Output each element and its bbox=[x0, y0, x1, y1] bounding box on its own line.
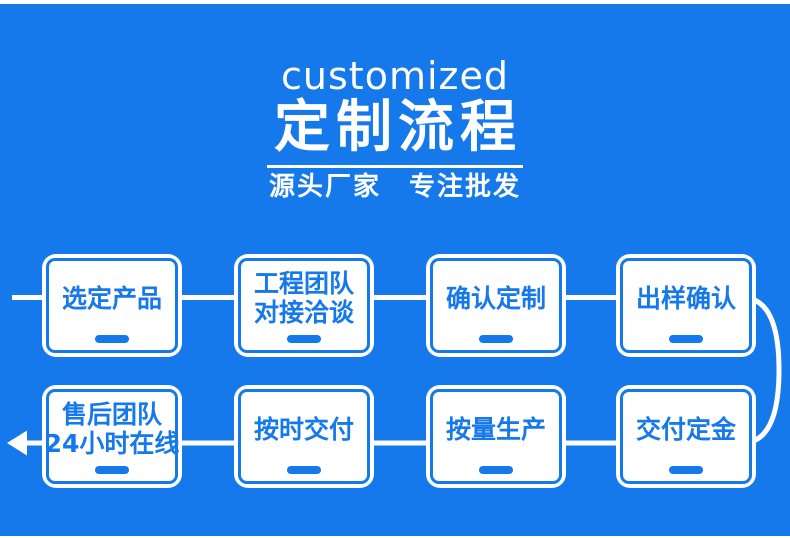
step-label: 按时交付 bbox=[234, 385, 374, 473]
step-box-border bbox=[430, 389, 562, 484]
top-strip bbox=[0, 0, 790, 4]
right-curve-connector bbox=[741, 295, 782, 446]
step-box-engineering-team: 工程团队 对接洽谈 bbox=[234, 254, 374, 357]
step-label: 选定产品 bbox=[42, 254, 182, 342]
step-label-line: 工程团队 bbox=[253, 269, 354, 298]
step-underline-decor bbox=[287, 335, 321, 343]
step-box-border bbox=[238, 389, 370, 484]
step-box-select-product: 选定产品 bbox=[42, 254, 182, 357]
bottom-strip bbox=[0, 536, 790, 538]
step-box-border bbox=[46, 258, 178, 353]
step-underline-decor bbox=[287, 466, 321, 474]
step-label-line: 交付定金 bbox=[635, 414, 736, 444]
step-box-border bbox=[620, 258, 752, 353]
step-label-line: 对接洽谈 bbox=[253, 298, 354, 327]
step-underline-decor bbox=[95, 466, 129, 474]
step-underline-decor bbox=[669, 335, 703, 343]
step-label: 按量生产 bbox=[426, 385, 566, 473]
step-box-border bbox=[620, 389, 752, 484]
step-box-pay-deposit: 交付定金 bbox=[616, 385, 756, 488]
arrow-left-icon bbox=[7, 430, 27, 456]
step-underline-decor bbox=[479, 466, 513, 474]
step-underline-decor bbox=[479, 335, 513, 343]
step-label: 确认定制 bbox=[426, 254, 566, 342]
step-label: 售后团队 24小时在线 bbox=[42, 385, 182, 473]
step-box-sample-confirmation: 出样确认 bbox=[616, 254, 756, 357]
title-divider bbox=[267, 165, 523, 168]
page-title: 定制流程 bbox=[274, 95, 522, 160]
step-label-line: 按量生产 bbox=[445, 414, 546, 444]
step-label-line: 24小时在线 bbox=[44, 429, 180, 458]
page-subtitle: 源头厂家 专注批发 bbox=[268, 172, 521, 202]
step-box-border bbox=[238, 258, 370, 353]
step-box-border bbox=[430, 258, 562, 353]
step-box-ontime-delivery: 按时交付 bbox=[234, 385, 374, 488]
step-label: 工程团队 对接洽谈 bbox=[234, 254, 374, 342]
step-box-production-by-quantity: 按量生产 bbox=[426, 385, 566, 488]
eyebrow-text: customized bbox=[281, 54, 509, 98]
step-box-aftersales-team: 售后团队 24小时在线 bbox=[42, 385, 182, 488]
step-label: 交付定金 bbox=[616, 385, 756, 473]
step-label-line: 选定产品 bbox=[61, 283, 162, 313]
step-box-border bbox=[46, 389, 178, 484]
step-label-line: 出样确认 bbox=[635, 283, 736, 313]
step-box-confirm-customization: 确认定制 bbox=[426, 254, 566, 357]
step-label-line: 售后团队 bbox=[61, 400, 162, 429]
step-label-line: 按时交付 bbox=[253, 414, 354, 444]
step-label-line: 确认定制 bbox=[445, 283, 546, 313]
step-underline-decor bbox=[95, 335, 129, 343]
step-underline-decor bbox=[669, 466, 703, 474]
step-label: 出样确认 bbox=[616, 254, 756, 342]
